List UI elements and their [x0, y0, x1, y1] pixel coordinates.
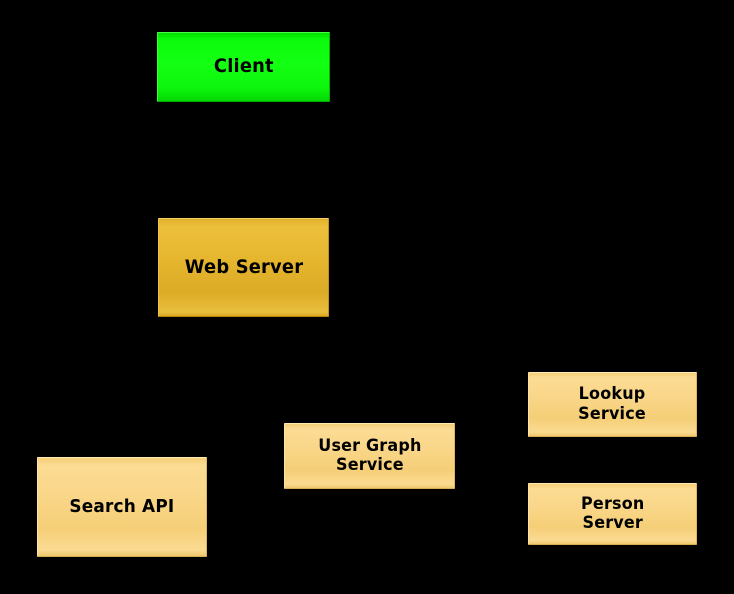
- node-person-server-label: Person Server: [580, 493, 645, 533]
- node-user-graph-service[interactable]: User Graph Service: [284, 423, 455, 489]
- node-client[interactable]: Client: [157, 32, 330, 102]
- node-client-label: Client: [213, 55, 274, 78]
- node-web-server[interactable]: Web Server: [158, 218, 329, 317]
- node-lookup-service[interactable]: Lookup Service: [528, 372, 697, 437]
- node-search-api[interactable]: Search API: [37, 457, 207, 557]
- node-search-api-label: Search API: [69, 495, 175, 517]
- node-person-server[interactable]: Person Server: [528, 483, 697, 545]
- node-user-graph-service-label: User Graph Service: [317, 435, 422, 475]
- node-web-server-label: Web Server: [184, 255, 303, 278]
- node-lookup-service-label: Lookup Service: [578, 384, 647, 424]
